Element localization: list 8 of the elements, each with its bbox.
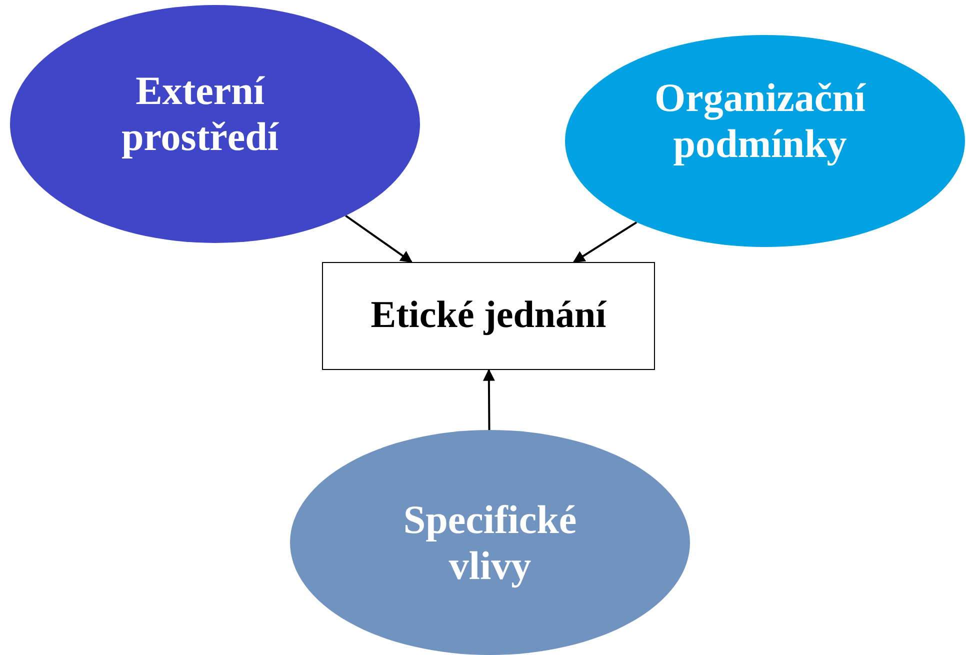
node-label: Specifické vlivy bbox=[402, 496, 578, 588]
arrow bbox=[345, 214, 413, 263]
arrow bbox=[572, 221, 638, 263]
node-label: Organizační podmínky bbox=[653, 75, 867, 167]
process-box bbox=[322, 262, 655, 370]
node-label: Externí prostředí bbox=[120, 68, 280, 160]
arrow bbox=[482, 368, 495, 430]
node-label: Etické jednání bbox=[370, 294, 608, 338]
